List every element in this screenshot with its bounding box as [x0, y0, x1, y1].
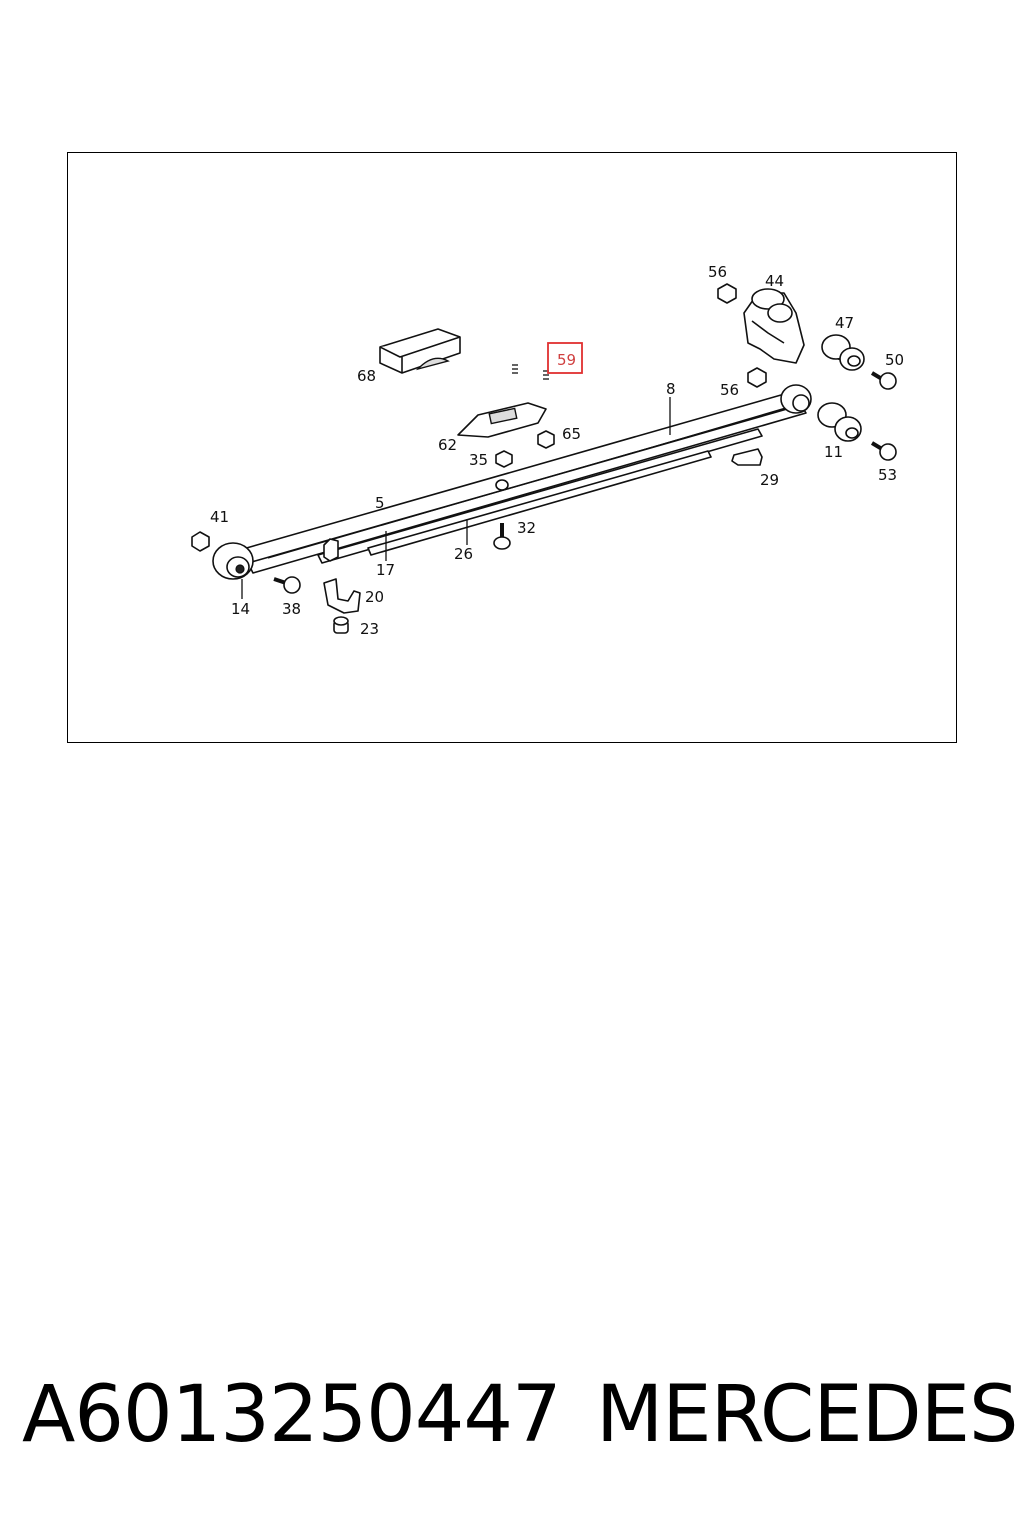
- spring-leaf-fourth: [367, 450, 712, 556]
- centre-bolt-head: [495, 479, 509, 491]
- callout-14: 14: [231, 600, 250, 618]
- callout-47: 47: [835, 314, 854, 332]
- callout-65: 65: [562, 425, 581, 443]
- callout-35: 35: [469, 451, 488, 469]
- bolt-38: [273, 576, 301, 594]
- callout-44: 44: [765, 272, 784, 290]
- callout-50: 50: [885, 351, 904, 369]
- callout-20: 20: [365, 588, 384, 606]
- spring-shackle: [743, 288, 805, 364]
- bushing-47: [821, 334, 865, 371]
- callout-41: 41: [210, 508, 229, 526]
- cap-nut-23: [333, 616, 349, 634]
- callout-17: 17: [376, 561, 395, 579]
- callout-38: 38: [282, 600, 301, 618]
- callout-56-top: 56: [708, 263, 727, 281]
- bolt-53: [870, 441, 897, 461]
- callout-5: 5: [375, 494, 385, 512]
- nut-41: [191, 531, 210, 552]
- callout-11: 11: [824, 443, 843, 461]
- callout-56-lower: 56: [720, 381, 739, 399]
- nut-56-lower: [747, 367, 767, 388]
- bolt-32: [493, 523, 511, 550]
- callout-8: 8: [666, 380, 676, 398]
- nut-56-top: [717, 283, 737, 304]
- bump-stop-pad: [379, 328, 461, 374]
- callout-62: 62: [438, 436, 457, 454]
- callout-53: 53: [878, 466, 897, 484]
- callout-68: 68: [357, 367, 376, 385]
- brand-name: MERCEDES: [596, 1370, 1018, 1460]
- callout-32: 32: [517, 519, 536, 537]
- bushing-11: [817, 402, 862, 442]
- callout-59: 59: [557, 351, 576, 369]
- spring-clamp: [323, 538, 339, 562]
- callout-23: 23: [360, 620, 379, 638]
- spring-leaf-third: [317, 428, 763, 564]
- callout-highlight-box: [547, 342, 583, 374]
- nut-65: [537, 430, 555, 449]
- pad-29: [731, 448, 763, 466]
- leaf-spring-exploded-diagram: 56 44 47 50 59 68 8 56 62 65 35 11 29 53…: [191, 263, 904, 638]
- u-bolt: [512, 313, 549, 381]
- parts-diagram-frame: 56 44 47 50 59 68 8 56 62 65 35 11 29 53…: [67, 152, 957, 743]
- bolt-50: [870, 371, 897, 390]
- nut-35: [495, 450, 513, 468]
- part-caption: A6013250447 MERCEDES: [0, 1370, 1024, 1470]
- spring-plate: [457, 402, 547, 438]
- part-number: A6013250447: [22, 1370, 562, 1460]
- callout-26: 26: [454, 545, 473, 563]
- callout-29: 29: [760, 471, 779, 489]
- clip-20: [323, 578, 361, 614]
- leaf-spring-assembly: [212, 384, 812, 580]
